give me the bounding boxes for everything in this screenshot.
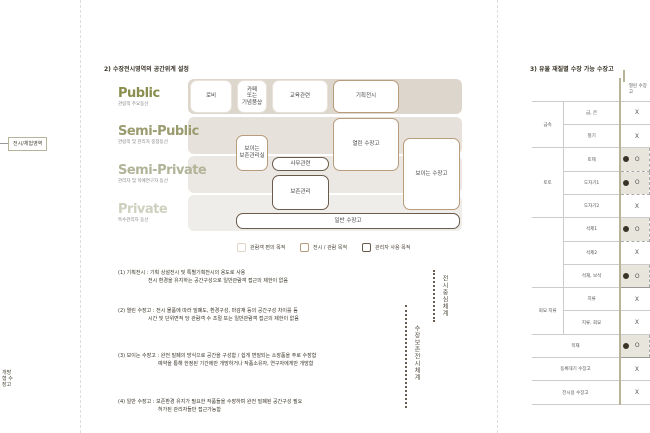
marker-icon — [622, 226, 629, 233]
availability-cell: O — [619, 217, 650, 242]
note-3: (3) 보이는 수장고 : 완전 밀폐의 방식으로 공간을 구성함 / 쉽게 변… — [118, 353, 317, 367]
exhibit-area-label: 전시/체험영역 — [8, 137, 48, 151]
header-open-storage: 열린 수장고 — [619, 78, 650, 102]
legend-exhibit: 전시 / 관람 목적 — [300, 243, 347, 252]
marker-icon — [622, 156, 629, 163]
note-2: (2) 열린 수장고 : 전시 물품에 따라 밀폐도, 환경구성, 마감재 등의… — [118, 308, 299, 322]
availability-cell: X — [619, 194, 650, 219]
marker-icon — [622, 342, 629, 349]
material-label: 토제 — [563, 147, 621, 172]
visible-storage-box: 보이는 수장고 — [403, 138, 460, 210]
general-storage-box: 일반 수장고 — [236, 213, 460, 229]
cafe-box: 카페 또는 기념품샵 — [237, 80, 267, 113]
material-label: 석제2 — [563, 241, 621, 265]
exhibit-system-arrow — [433, 270, 439, 322]
material-label: 지류, 회묘 — [563, 310, 621, 335]
availability-cell: O — [619, 333, 650, 359]
divider — [623, 70, 625, 82]
material-label: 금, 은 — [563, 100, 621, 126]
marker-icon — [622, 272, 629, 279]
exhibit-system-label: 전시중심체계 — [441, 275, 448, 317]
note-4: (4) 일반 수장고 : 보존환경 유지가 필요한 작품들을 수장하며 완전 밀… — [118, 399, 303, 413]
availability-cell: X — [619, 380, 650, 405]
open-storage-label: 개방형 수장고 — [0, 367, 18, 391]
material-label: 석제1 — [563, 217, 621, 242]
section-title: 2) 수장전시영역의 공간위계 설정 — [104, 66, 189, 73]
divider — [80, 0, 81, 433]
education-box: 교육관련 — [272, 80, 328, 113]
row-label: 목재 — [532, 333, 621, 359]
marker-icon — [622, 179, 629, 186]
availability-cell: X — [619, 287, 650, 312]
lobby-box: 로비 — [190, 80, 232, 113]
group-label — [532, 217, 565, 289]
material-label: 도자기2 — [563, 194, 621, 219]
connector-line — [0, 143, 8, 144]
group-label: 회묘 지류 — [532, 287, 565, 335]
availability-cell: X — [619, 241, 650, 265]
table-title: 3) 유물 재질별 수장 가능 수장고 — [530, 66, 614, 73]
visible-conservation-box: 보이는 보존관리실 — [236, 135, 268, 171]
availability-cell: O — [619, 147, 650, 172]
storage-system-label: 수장보존전시체계 — [413, 325, 420, 381]
row-label: 전시용 수장고 — [532, 380, 621, 405]
availability-cell: X — [619, 124, 650, 149]
availability-cell: X — [619, 100, 650, 126]
legend-admin: 관리자 사용 목적 — [362, 243, 410, 252]
availability-cell: O — [619, 170, 650, 195]
storage-system-arrow — [405, 305, 411, 408]
availability-cell: X — [619, 310, 650, 335]
conservation-box: 보존관리 — [272, 175, 329, 210]
row-label: 동록대기 수장고 — [532, 357, 621, 382]
availability-cell: X — [619, 357, 650, 382]
material-label: 석재, 보석 — [563, 264, 621, 289]
legend-visitor: 관람객 편의 목적 — [237, 243, 285, 252]
group-label: 금속 — [532, 100, 565, 149]
divider — [497, 0, 498, 433]
material-label: 도자기1 — [563, 171, 621, 195]
availability-cell: O — [619, 263, 650, 289]
exhibition-box: 기획전시 — [333, 80, 399, 113]
open-storage-box: 열린 수장고 — [333, 118, 399, 171]
material-label: 지류 — [563, 287, 621, 312]
table-header: 열린 수장고 — [532, 78, 650, 102]
office-box: 사무관련 — [272, 157, 329, 171]
material-label: 철기 — [563, 124, 621, 149]
group-label: 토토 — [532, 147, 565, 219]
